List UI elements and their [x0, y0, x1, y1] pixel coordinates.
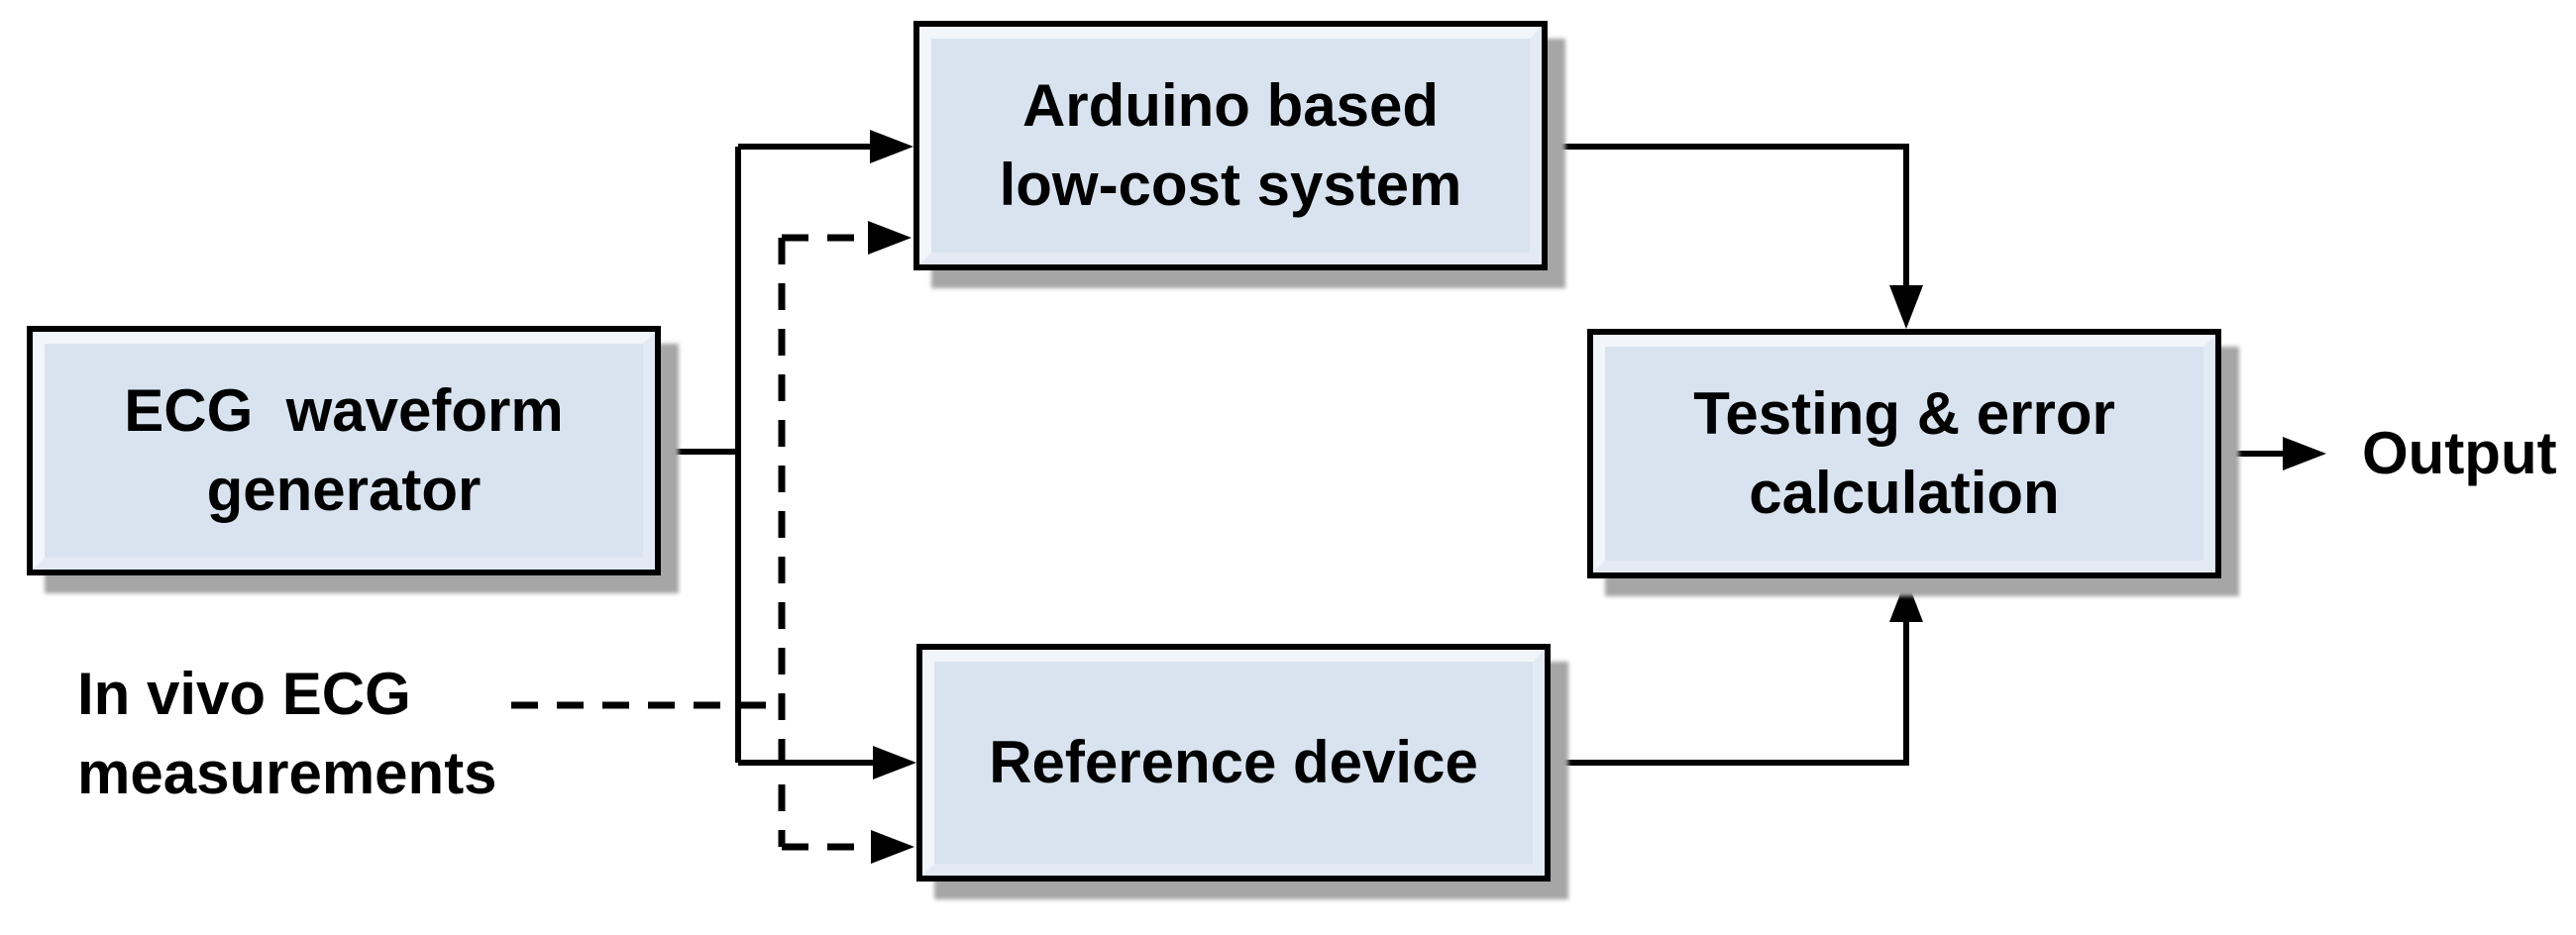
node-label: Arduino based low-cost system: [999, 72, 1462, 218]
edge-ecg-generator-trunk: [655, 147, 741, 763]
edge-ecg-to-reference-arrow: [738, 746, 916, 779]
edge-invivo-to-reference-arrow: [782, 830, 914, 864]
node-label: Reference device: [989, 729, 1478, 795]
node-arduino-low-cost-system: Arduino based low-cost system: [913, 21, 1548, 270]
label-output: Output: [2362, 420, 2557, 486]
node-label: ECG waveform generator: [124, 377, 564, 523]
node-testing-error-calculation: Testing & error calculation: [1587, 329, 2221, 578]
edge-arduino-to-testing: [1546, 144, 1923, 329]
node-reference-device: Reference device: [916, 644, 1551, 882]
edge-reference-to-testing: [1549, 578, 1923, 766]
edge-invivo-to-arduino-arrow: [782, 221, 912, 255]
label-in-vivo-ecg-measurements: In vivo ECG measurements: [77, 661, 497, 806]
node-bevel: Testing & error calculation: [1593, 335, 2215, 572]
node-bevel: Reference device: [922, 650, 1545, 876]
edge-testing-to-output: [2221, 437, 2326, 470]
node-bevel: ECG waveform generator: [33, 332, 655, 570]
node-ecg-waveform-generator: ECG waveform generator: [27, 326, 661, 575]
node-label: Testing & error calculation: [1693, 380, 2115, 526]
edge-ecg-to-arduino-arrow: [738, 130, 913, 163]
node-bevel: Arduino based low-cost system: [919, 27, 1542, 264]
